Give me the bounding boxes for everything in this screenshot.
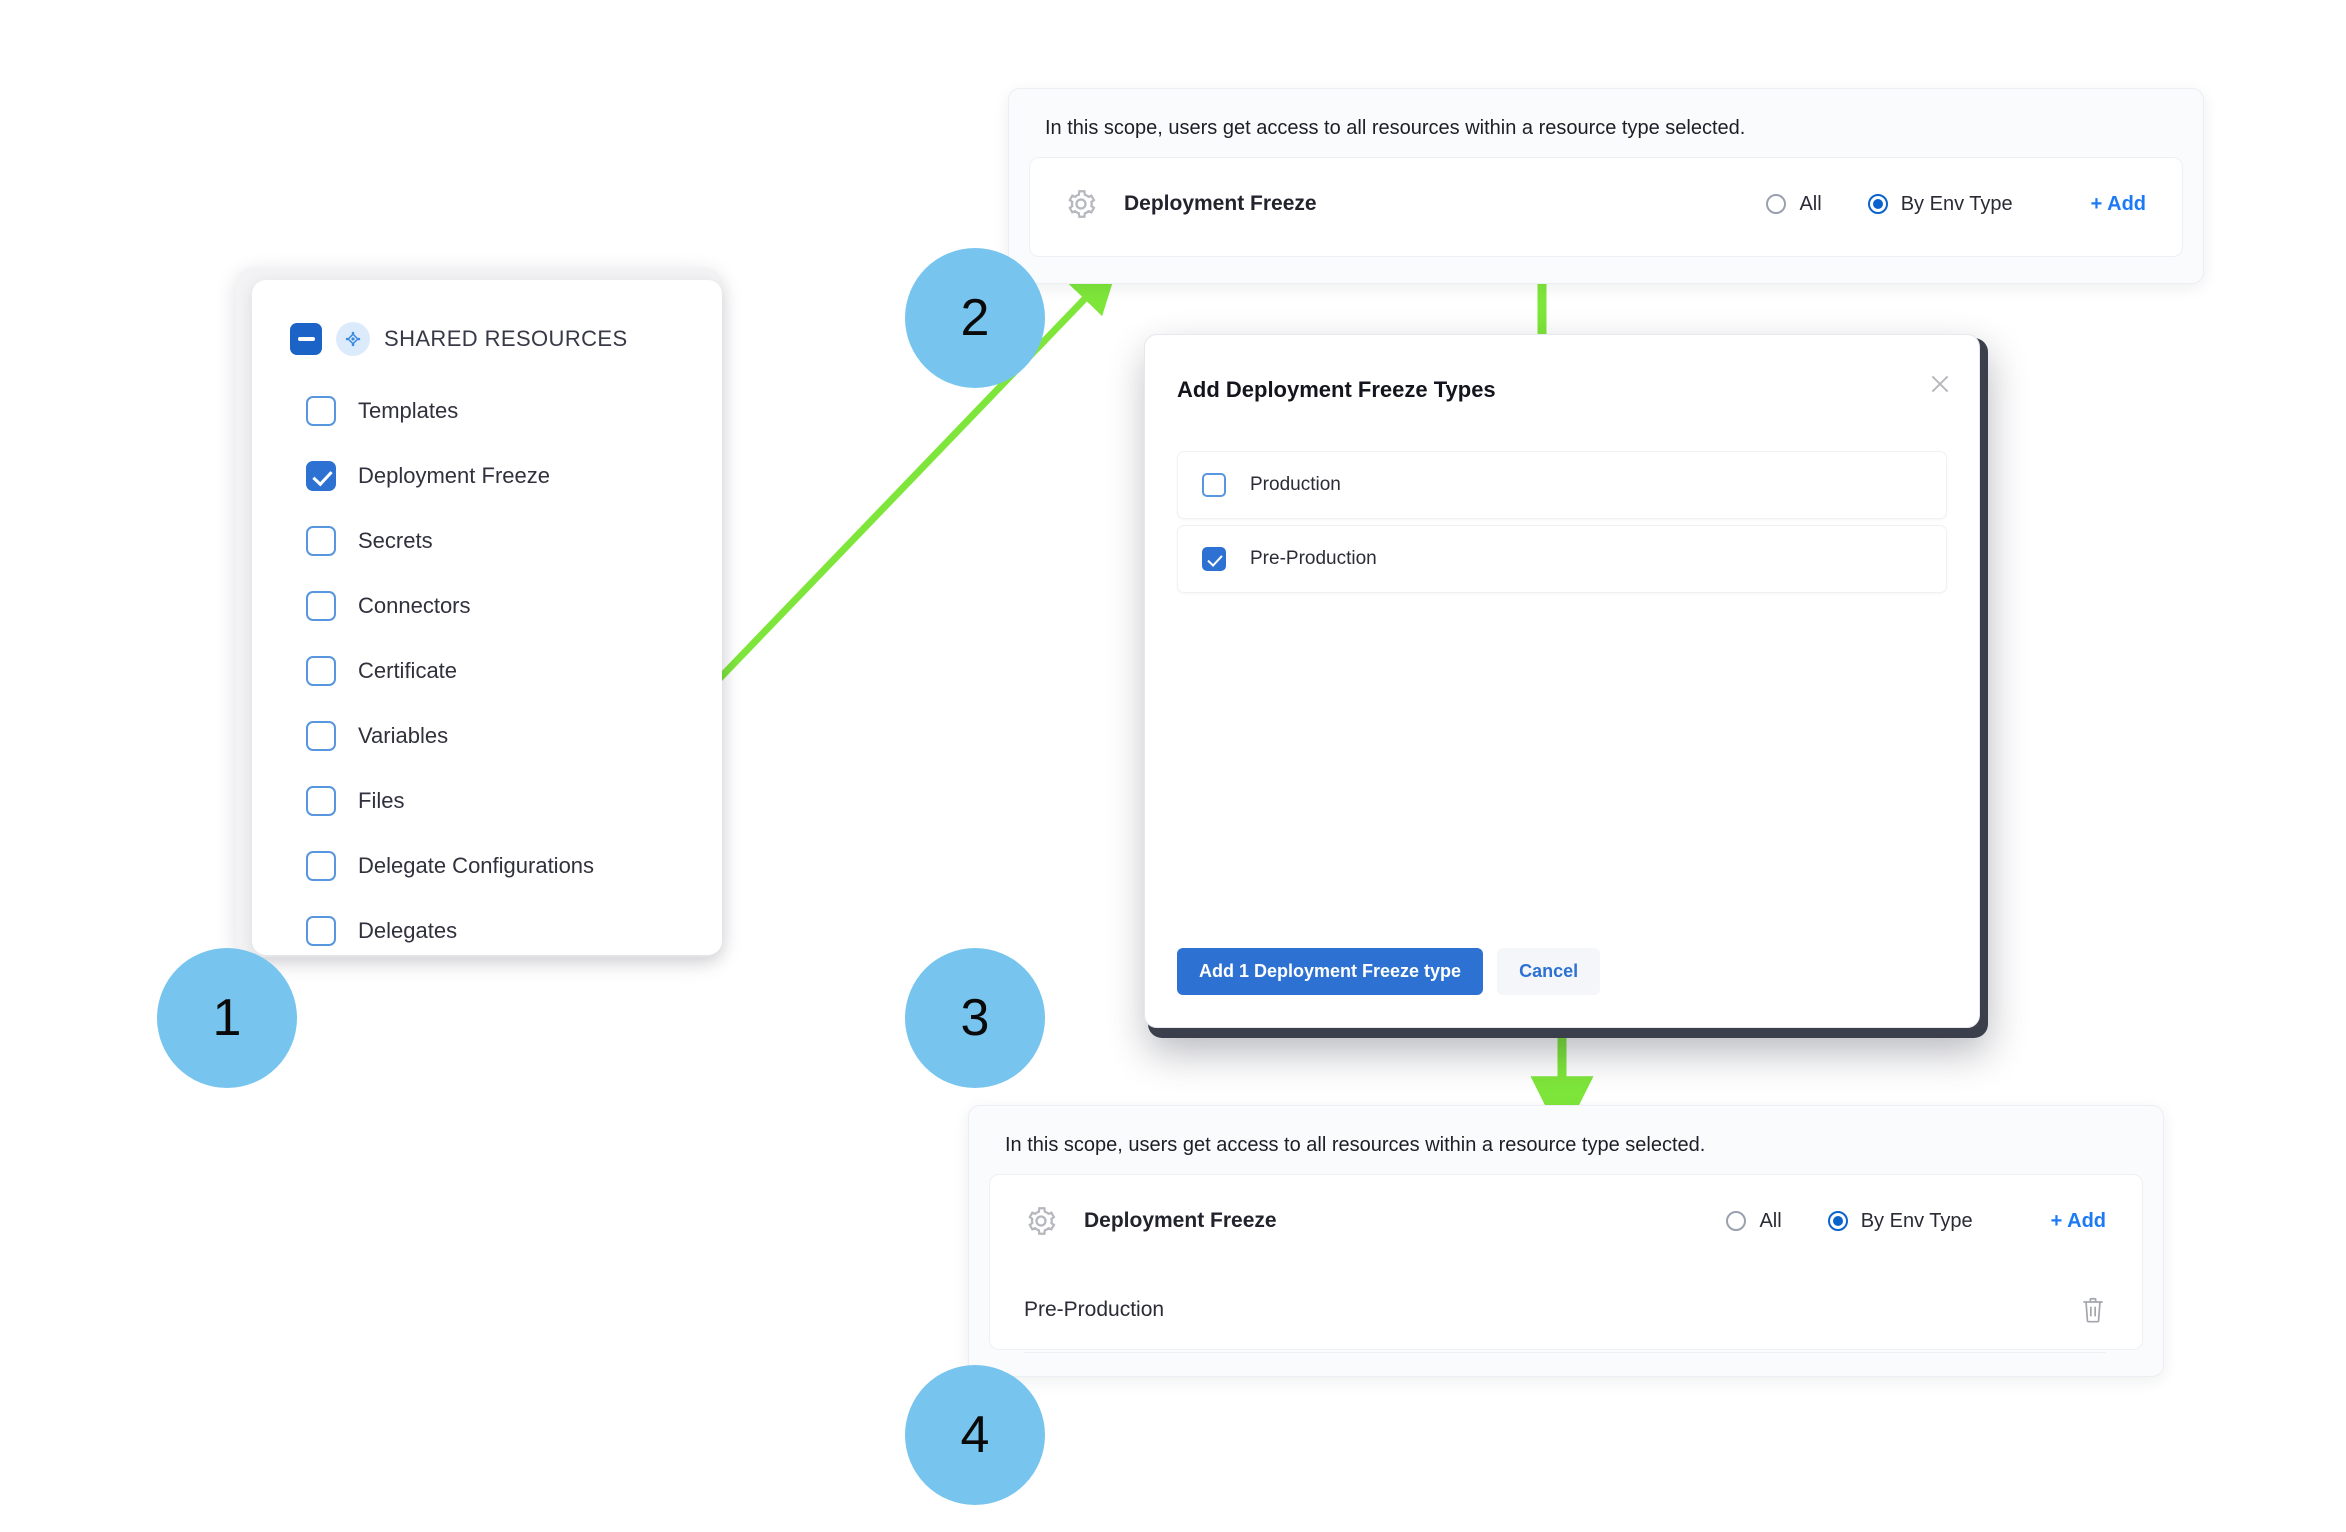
resource-row-card: Deployment Freeze All By Env Type + Add [1029,157,2183,257]
radio-by-env-type[interactable] [1867,194,1888,214]
radio-by-env-type-label: By Env Type [1900,192,2013,215]
modal-footer: Add 1 Deployment Freeze type Cancel [1177,948,1601,995]
checkbox-files[interactable] [306,785,336,816]
radio-option-all[interactable]: All [1726,1209,1782,1233]
scope-panel-bottom: In this scope, users get access to all r… [968,1105,2164,1377]
resource-row: Deployment Freeze All By Env Type + Add [990,1175,2142,1267]
list-item-label: Connectors [358,592,471,618]
gear-icon [1028,1207,1056,1235]
add-button[interactable]: + Add [2090,192,2146,215]
scope-panel-top: In this scope, users get access to all r… [1008,88,2204,284]
checkbox-deployment-freeze[interactable] [306,460,336,491]
checkbox-connectors[interactable] [306,590,336,621]
list-item-label: Deployment Freeze [358,462,550,488]
scope-note: In this scope, users get access to all r… [1005,1134,1706,1156]
checkbox-variables[interactable] [306,720,336,751]
shared-resources-title: SHARED RESOURCES [384,326,628,351]
checkbox-delegates[interactable] [306,915,336,946]
step-marker-3: 3 [905,948,1045,1088]
minus-icon[interactable] [290,323,322,355]
radio-by-env-type-label: By Env Type [1860,1209,1973,1232]
checkbox-templates[interactable] [306,395,336,426]
resource-row: Deployment Freeze All By Env Type + Add [1030,158,2182,250]
step-marker-1: 1 [157,948,297,1088]
list-item-label: Variables [358,722,449,748]
gear-icon [1068,190,1096,218]
radio-all-label: All [1799,192,1822,215]
list-item-label: Templates [358,397,459,423]
list-item[interactable]: Secrets [0,508,722,573]
radio-by-env-type[interactable] [1827,1211,1848,1231]
modal-title: Add Deployment Freeze Types [1177,377,1496,402]
step-number: 4 [960,1406,990,1464]
add-deployment-freeze-types-modal: Add Deployment Freeze Types Production P… [1144,334,1980,1028]
list-item[interactable]: Delegates [0,898,722,963]
list-item[interactable]: Pre-Production [1177,525,1947,593]
list-item[interactable]: Certificate [0,638,722,703]
step-number: 1 [212,989,242,1047]
list-item-label: Secrets [358,527,433,553]
selected-env-type-row: Pre-Production [1024,1267,2106,1353]
trash-icon[interactable] [2080,1295,2106,1325]
cancel-button[interactable]: Cancel [1497,948,1601,995]
add-button[interactable]: + Add [2050,1209,2106,1232]
scope-note: In this scope, users get access to all r… [1045,117,1746,139]
list-item[interactable]: Files [0,768,722,833]
checkbox-secrets[interactable] [306,525,336,556]
modal-options-list: Production Pre-Production [1177,451,1947,599]
radio-option-by-env-type[interactable]: By Env Type [1827,1209,1973,1233]
shared-resources-list: Templates Deployment Freeze Secrets Conn… [252,378,722,963]
checkbox-production[interactable] [1202,473,1226,497]
list-item-label: Certificate [358,657,458,683]
resource-row-card: Deployment Freeze All By Env Type + Add … [989,1174,2143,1353]
list-item-label: Delegate Configurations [358,852,595,878]
radio-option-by-env-type[interactable]: By Env Type [1867,192,2013,216]
add-types-button[interactable]: Add 1 Deployment Freeze type [1177,948,1484,995]
list-item[interactable]: Production [1177,451,1947,519]
close-icon[interactable] [1927,371,1953,397]
checkbox-delegate-configurations[interactable] [306,850,336,881]
selected-env-type-label: Pre-Production [1024,1297,1165,1321]
checkbox-certificate[interactable] [306,655,336,686]
list-item[interactable]: Deployment Freeze [0,443,722,508]
radio-option-all[interactable]: All [1766,192,1822,216]
radio-all[interactable] [1726,1211,1747,1231]
list-item[interactable]: Delegate Configurations [0,833,722,898]
resource-node-icon [336,322,370,356]
radio-all-label: All [1759,1209,1782,1232]
list-item[interactable]: Variables [0,703,722,768]
step-number: 3 [960,989,990,1047]
list-item-label: Delegates [358,917,458,943]
list-item[interactable]: Templates [0,378,722,443]
radio-all[interactable] [1766,194,1787,214]
shared-resources-header[interactable]: SHARED RESOURCES [252,306,722,356]
list-item-label: Production [1250,474,1341,495]
step-marker-2: 2 [905,248,1045,388]
resource-name: Deployment Freeze [1124,192,1317,215]
shared-resources-card: SHARED RESOURCES Templates Deployment Fr… [252,280,722,955]
list-item-label: Files [358,787,405,813]
step-number: 2 [960,289,990,347]
step-marker-4: 4 [905,1365,1045,1505]
list-item-label: Pre-Production [1250,548,1377,569]
list-item[interactable]: Connectors [0,573,722,638]
resource-name: Deployment Freeze [1084,1209,1277,1232]
checkbox-pre-production[interactable] [1202,547,1226,571]
